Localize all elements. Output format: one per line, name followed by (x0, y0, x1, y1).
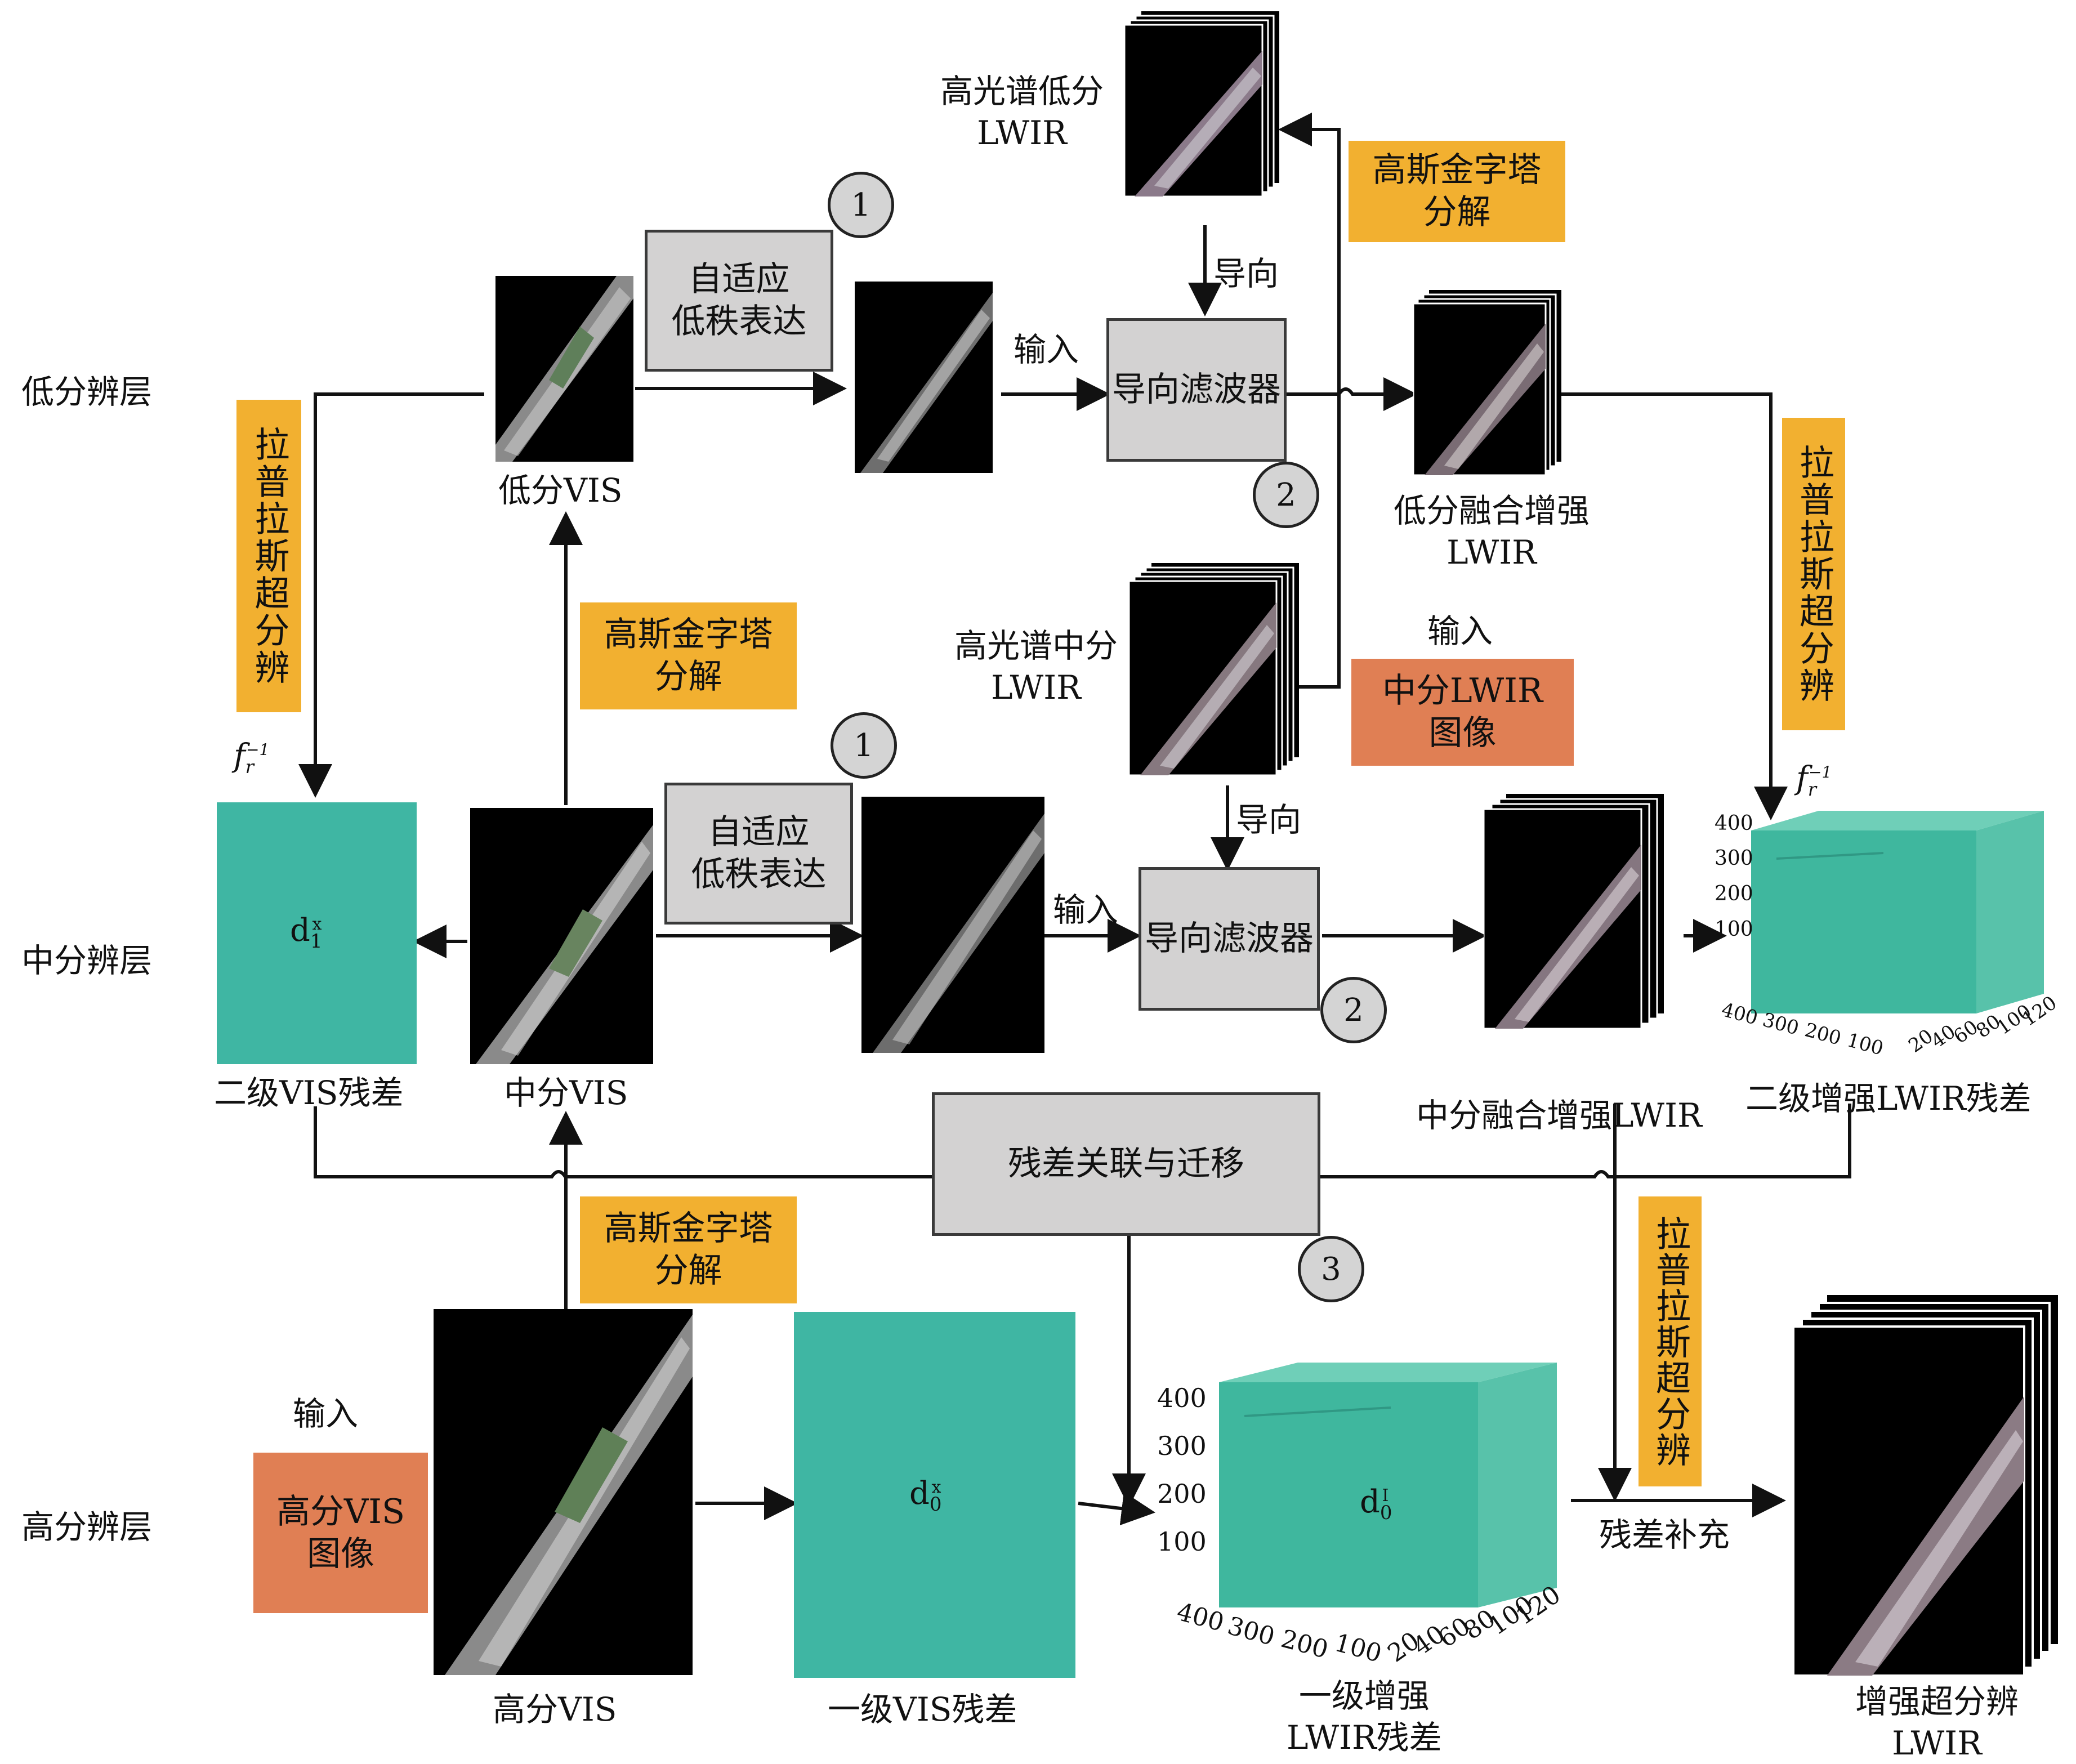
residual-transfer-box: 残差关联与迁移 (932, 1092, 1320, 1236)
guided-filter-box-2: 导向滤波器 (1139, 867, 1320, 1011)
gaussian-pyramid-box-mid: 高斯金字塔 分解 (580, 602, 797, 709)
cube1-z-300: 300 (1157, 1431, 1207, 1461)
gaussian-pyramid-box-top: 高斯金字塔 分解 (1349, 141, 1565, 242)
label-input-4: 输入 (293, 1395, 359, 1433)
label-second-vis-residual: 二级VIS残差 (214, 1074, 404, 1112)
step-circle-2-top: 2 (1253, 462, 1319, 528)
cube1-z-200: 200 (1157, 1479, 1207, 1509)
label-first-lwir-residual: 一级增强 LWIR残差 (1287, 1677, 1442, 1757)
step-circle-1-mid: 1 (831, 712, 897, 779)
adaptive-low-rank-box-2: 自适应 低秩表达 (664, 783, 853, 925)
layer-label-high: 高分辨层 (21, 1508, 153, 1546)
label-residual-supplement: 残差补充 (1599, 1516, 1730, 1554)
guided-filter-box-1: 导向滤波器 (1106, 318, 1287, 462)
layer-label-mid: 中分辨层 (21, 941, 153, 980)
label-enhanced-sr-lwir: 增强超分辨 LWIR (1855, 1682, 2019, 1763)
gaussian-pyramid-box-bottom: 高斯金字塔 分解 (580, 1196, 797, 1303)
label-high-vis: 高分VIS (493, 1690, 617, 1729)
cube2-z-200: 200 (1715, 882, 1753, 905)
label-mid-fused-lwir: 中分融合增强LWIR (1416, 1096, 1702, 1135)
line-residual-left (314, 1106, 932, 1178)
laplacian-box-left: 拉普拉斯超分辨 (236, 400, 301, 712)
line-gauss-lwir (1278, 113, 1341, 689)
mid-filtered-image (861, 797, 1044, 1053)
step-circle-2-mid: 2 (1320, 977, 1387, 1043)
arrow-residual1-to-cube (1078, 1491, 1155, 1526)
line-fused-to-laplacian-right (1560, 392, 1788, 820)
layer-label-low: 低分辨层 (21, 373, 153, 411)
first-lwir-residual-cube: 400 300 200 100 400 300 200 100 20 40 60… (1154, 1363, 1566, 1668)
low-filtered-image (855, 282, 993, 473)
label-input-1: 输入 (1014, 331, 1079, 369)
label-hyperspectral-mid-lwir: 高光谱中分 LWIR (954, 627, 1118, 707)
second-vis-residual-image: d1x (217, 802, 417, 1064)
label-low-fused-lwir: 低分融合增强 LWIR (1394, 492, 1590, 572)
arrow-guidedfilter-to-fused-1 (1287, 377, 1417, 411)
cube2-z-400: 400 (1715, 812, 1753, 835)
laplacian-box-right: 拉普拉斯超分辨 (1782, 418, 1845, 730)
d1x-symbol: d1x (290, 912, 323, 953)
label-input-2: 输入 (1053, 891, 1119, 929)
low-vis-image (495, 276, 633, 462)
second-lwir-residual-cube: 400 300 200 100 400 300 200 100 20 40 60… (1715, 811, 2064, 1060)
hyperspectral-mid-lwir-stack (1129, 563, 1301, 780)
laplacian-box-bottom: 拉普拉斯超分辨 (1639, 1196, 1702, 1486)
label-guide-2: 导向 (1236, 801, 1302, 839)
label-hyperspectral-low-lwir: 高光谱低分 LWIR (940, 72, 1104, 153)
cube1-z-400: 400 (1157, 1383, 1207, 1413)
laplacian-bottom-text: 拉普拉斯超分辨 (1650, 1215, 1691, 1468)
label-mid-vis: 中分VIS (504, 1074, 628, 1112)
label-low-vis: 低分VIS (498, 471, 623, 510)
line-low-to-laplacian (298, 392, 484, 798)
label-input-3: 输入 (1427, 612, 1493, 650)
laplacian-left-text: 拉普拉斯超分辨 (248, 426, 290, 686)
step-circle-3: 3 (1298, 1236, 1364, 1302)
label-guide-1: 导向 (1213, 254, 1279, 293)
mid-vis-image (470, 808, 653, 1064)
hyperspectral-low-lwir-stack (1123, 11, 1281, 203)
fr-inverse-right: fr−1 (1796, 760, 1832, 801)
enhanced-sr-lwir-stack (1793, 1295, 2061, 1681)
label-second-lwir-residual: 二级增强LWIR残差 (1745, 1079, 2032, 1118)
d0x-symbol: d0x (909, 1475, 942, 1516)
cube1-z-100: 100 (1157, 1526, 1207, 1557)
label-first-vis-residual: 一级VIS残差 (828, 1690, 1017, 1729)
d0i-symbol: d0I (1360, 1484, 1392, 1525)
low-fused-lwir-stack (1413, 290, 1562, 479)
mid-lwir-image-box: 中分LWIR 图像 (1351, 659, 1574, 766)
fr-inverse-left: fr−1 (234, 738, 270, 778)
high-vis-image (434, 1309, 693, 1675)
cube2-z-100: 100 (1715, 918, 1753, 941)
first-vis-residual-image: d0x (794, 1312, 1075, 1678)
high-vis-image-box: 高分VIS 图像 (253, 1453, 428, 1613)
step-circle-1-top: 1 (828, 172, 894, 238)
laplacian-right-text: 拉普拉斯超分辨 (1793, 444, 1834, 704)
cube2-z-300: 300 (1715, 847, 1753, 870)
mid-fused-lwir-stack (1484, 794, 1667, 1036)
adaptive-low-rank-box-1: 自适应 低秩表达 (645, 230, 833, 372)
line-residual-right (1320, 1104, 1851, 1178)
